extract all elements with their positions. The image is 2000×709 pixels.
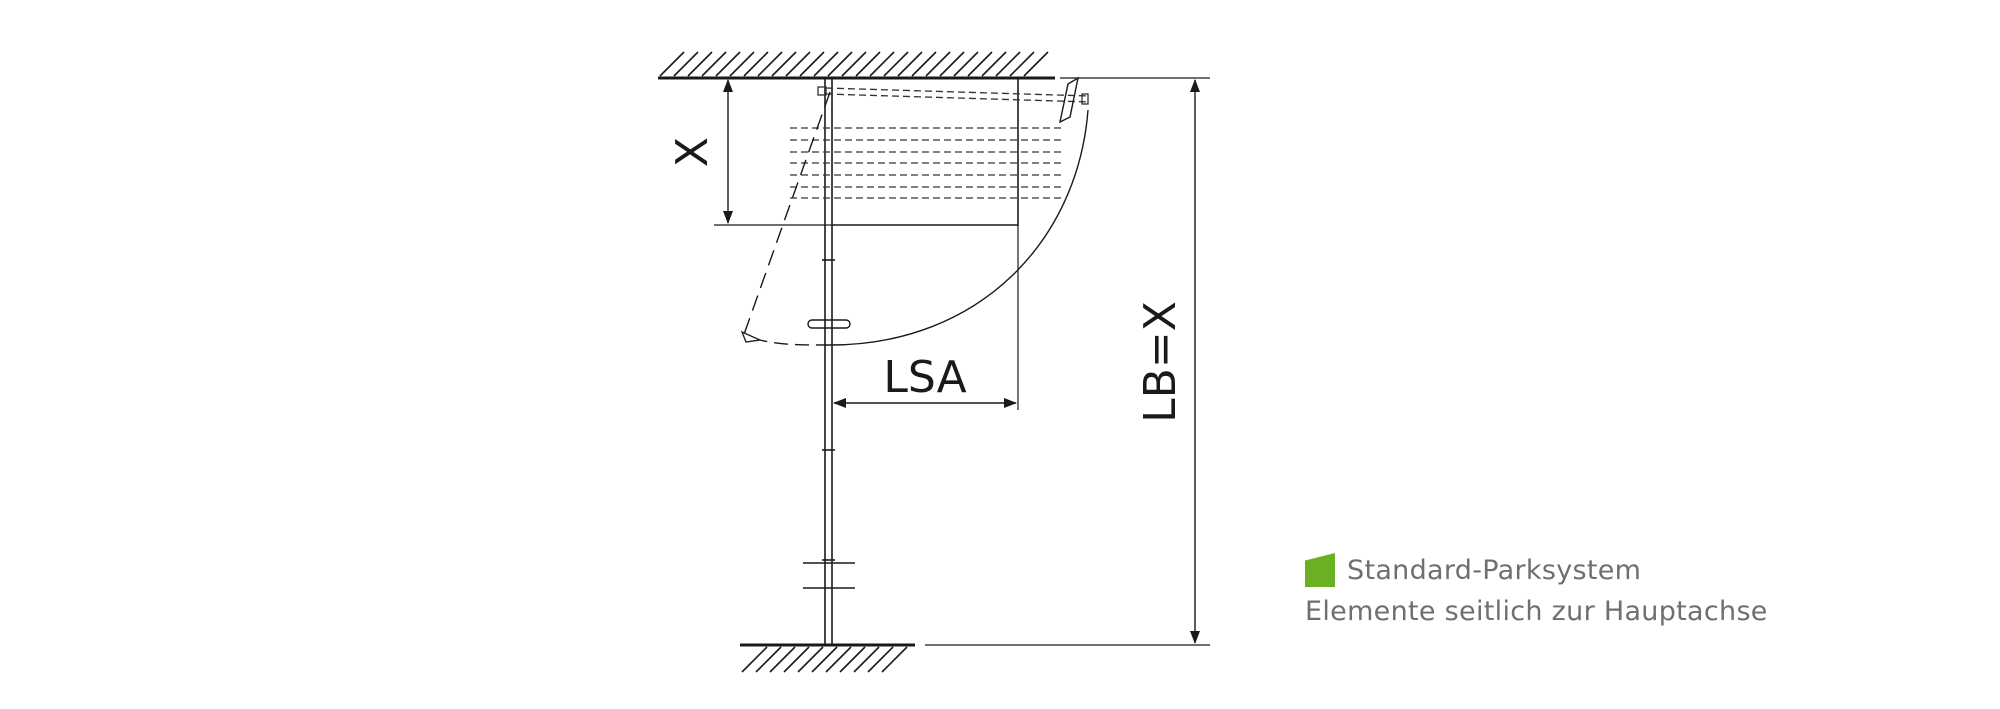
hatch-line [867, 646, 894, 673]
legend: Standard-Parksystem Elemente seitlich zu… [1305, 548, 1768, 627]
hatch-line [743, 51, 769, 77]
hatch-line [673, 51, 699, 77]
hatch-line [967, 51, 993, 77]
hatch-line [755, 646, 782, 673]
hatch-line [827, 51, 853, 77]
swing-arc [740, 91, 1089, 346]
hatch-line [911, 51, 937, 77]
hatch-line [853, 646, 880, 673]
hatch-line [841, 51, 867, 77]
hatch-line [687, 51, 713, 77]
dimension-x: X [667, 79, 832, 226]
floor-hatch [740, 643, 915, 673]
hatch-line [1023, 51, 1049, 77]
hatch-line [729, 51, 755, 77]
hatch-line [741, 646, 768, 673]
hatch-line [771, 51, 797, 77]
dimension-x-label: X [667, 137, 718, 167]
post-clips [803, 319, 855, 589]
hatch-line [813, 51, 839, 77]
hatch-line [869, 51, 895, 77]
hatch-line [881, 646, 908, 673]
hatch-line [839, 646, 866, 673]
hatch-line [995, 51, 1021, 77]
hatch-line [811, 646, 838, 673]
hatch-line [799, 51, 825, 77]
hatch-line [855, 51, 881, 77]
hatch-line [769, 646, 796, 673]
dimension-lsa-label: LSA [883, 352, 966, 403]
hatch-line [953, 51, 979, 77]
hatch-line [925, 51, 951, 77]
dimension-lb-label: LB=X [1135, 301, 1186, 423]
legend-swatch-icon [1305, 553, 1335, 587]
hatch-line [939, 51, 965, 77]
hatch-line [701, 51, 727, 77]
hatch-line [783, 646, 810, 673]
hatch-line [1009, 51, 1035, 77]
hatch-line [715, 51, 741, 77]
hatch-line [825, 646, 852, 673]
legend-title: Standard-Parksystem [1347, 554, 1642, 586]
hatch-line [797, 646, 824, 673]
legend-subtitle: Elemente seitlich zur Hauptachse [1305, 596, 1768, 627]
parked-elements [790, 77, 1062, 226]
swung-element [817, 76, 1091, 124]
hatch-line [883, 51, 909, 77]
hatch-line [659, 51, 685, 77]
dimension-lsa: LSA [833, 225, 1019, 410]
main-post [822, 78, 835, 645]
hatch-line [897, 51, 923, 77]
legend-row: Standard-Parksystem [1305, 548, 1768, 592]
hatch-line [981, 51, 1007, 77]
dimension-lb: LB=X [925, 77, 1210, 646]
hatch-line [785, 51, 811, 77]
ceiling-hatch [658, 51, 1055, 80]
hatch-line [757, 51, 783, 77]
